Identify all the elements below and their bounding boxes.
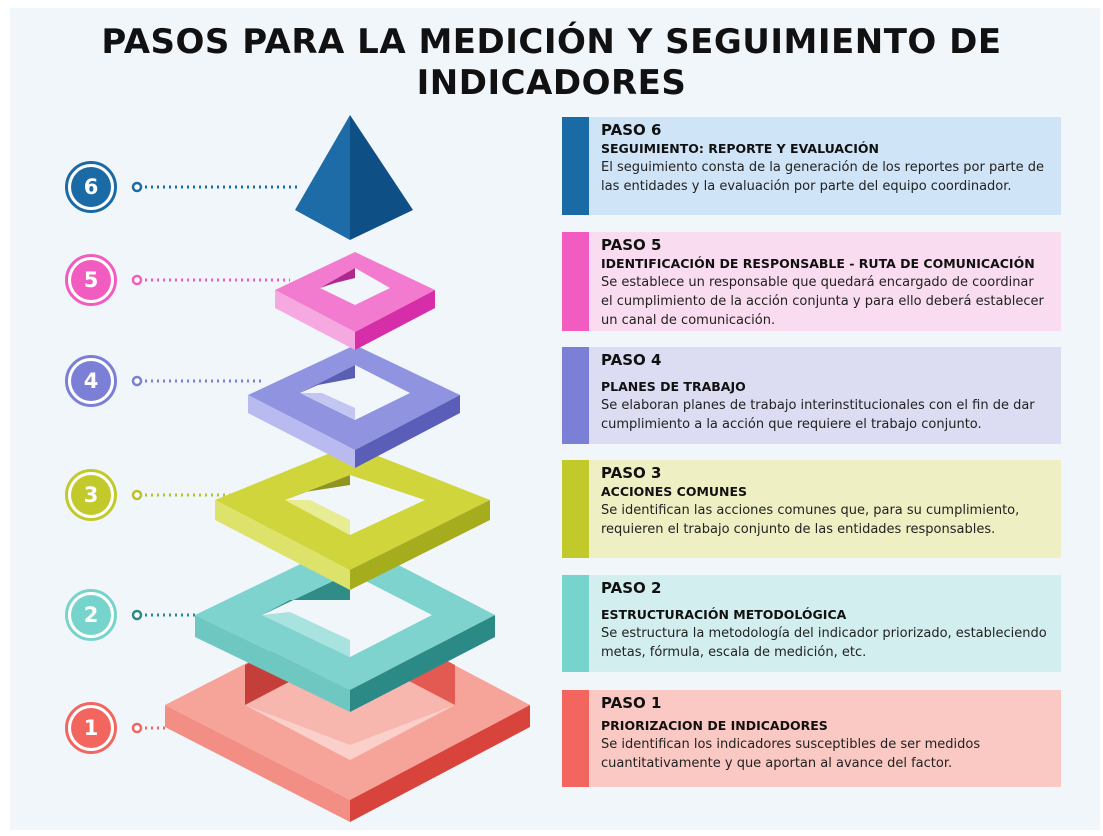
step-card-5-description: Se establece un responsable que quedará …	[601, 275, 1044, 328]
step-card-3: PASO 3 ACCIONES COMUNES Se identifican l…	[562, 460, 1061, 558]
pyramid-level-3	[215, 445, 490, 590]
step-card-6-name: SEGUIMIENTO: REPORTE Y EVALUACIÓN	[601, 141, 879, 156]
step-card-5-accent	[562, 232, 589, 331]
step-card-1-name: PRIORIZACION DE INDICADORES	[601, 718, 828, 733]
pyramid-level-4	[248, 345, 460, 468]
connector-dot-4	[131, 375, 143, 387]
step-card-1-title: PASO 1	[601, 694, 662, 712]
step-number-4: 4	[65, 355, 117, 407]
step-number-1: 1	[65, 702, 117, 754]
step-card-6-title: PASO 6	[601, 121, 662, 139]
step-number-5-label: 5	[71, 260, 111, 300]
connector-dot-6	[131, 181, 143, 193]
step-card-4-name: PLANES DE TRABAJO	[601, 379, 746, 394]
step-card-6: PASO 6 SEGUIMIENTO: REPORTE Y EVALUACIÓN…	[562, 117, 1061, 215]
step-number-6: 6	[65, 161, 117, 213]
step-card-3-accent	[562, 460, 589, 558]
step-card-3-description: Se identifican las acciones comunes que,…	[601, 503, 1020, 537]
step-card-1: PASO 1 PRIORIZACION DE INDICADORES Se id…	[562, 690, 1061, 787]
step-card-6-accent	[562, 117, 589, 215]
step-card-4-accent	[562, 347, 589, 444]
step-card-2-description: Se estructura la metodología del indicad…	[601, 626, 1047, 660]
step-card-1-description: Se identifican los indicadores susceptib…	[601, 737, 981, 771]
title-line-1: PASOS PARA LA MEDICIÓN Y SEGUIMIENTO DE	[101, 22, 1002, 62]
step-card-2: PASO 2 ESTRUCTURACIÓN METODOLÓGICA Se es…	[562, 575, 1061, 672]
pyramid-level-6	[295, 115, 413, 240]
step-card-2-name: ESTRUCTURACIÓN METODOLÓGICA	[601, 607, 847, 622]
connector-dot-3	[131, 489, 143, 501]
step-number-6-label: 6	[71, 167, 111, 207]
step-card-5: PASO 5 IDENTIFICACIÓN DE RESPONSABLE - R…	[562, 232, 1061, 331]
page-title: PASOS PARA LA MEDICIÓN Y SEGUIMIENTO DE …	[0, 22, 1103, 104]
step-card-1-accent	[562, 690, 589, 787]
step-card-5-name: IDENTIFICACIÓN DE RESPONSABLE - RUTA DE …	[601, 256, 1035, 271]
connector-dot-5	[131, 274, 143, 286]
step-number-5: 5	[65, 254, 117, 306]
step-card-4-description: Se elaboran planes de trabajo interinsti…	[601, 398, 1035, 432]
pyramid-level-5	[275, 252, 435, 350]
step-number-3: 3	[65, 469, 117, 521]
connector-dot-2	[131, 609, 143, 621]
step-number-3-label: 3	[71, 475, 111, 515]
step-card-6-description: El seguimiento consta de la generación d…	[601, 160, 1044, 194]
step-card-4-title: PASO 4	[601, 351, 662, 369]
step-card-2-title: PASO 2	[601, 579, 662, 597]
step-card-3-title: PASO 3	[601, 464, 662, 482]
step-number-4-label: 4	[71, 361, 111, 401]
title-line-2: INDICADORES	[416, 63, 687, 103]
step-card-4: PASO 4 PLANES DE TRABAJO Se elaboran pla…	[562, 347, 1061, 444]
step-number-1-label: 1	[71, 708, 111, 748]
step-number-2: 2	[65, 589, 117, 641]
connector-dot-1	[131, 722, 143, 734]
pyramid-level-2	[195, 540, 495, 712]
step-card-3-name: ACCIONES COMUNES	[601, 484, 748, 499]
step-card-2-accent	[562, 575, 589, 672]
step-number-2-label: 2	[71, 595, 111, 635]
step-card-5-title: PASO 5	[601, 236, 662, 254]
